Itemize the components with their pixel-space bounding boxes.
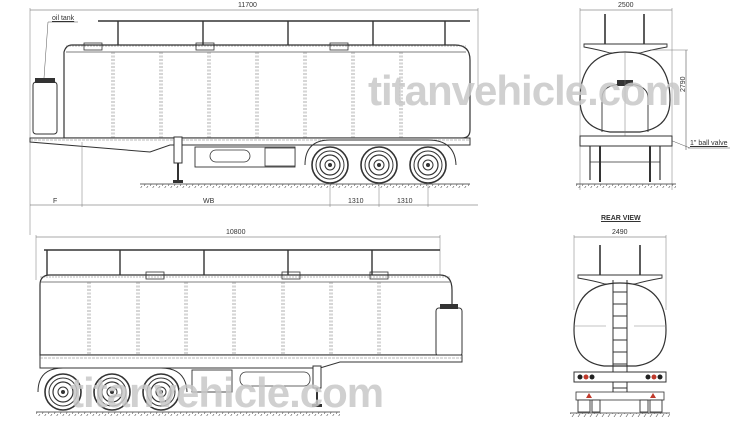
dim-rear-width: 2490 [612, 229, 628, 236]
dim-axle-spacing-2: 1310 [397, 198, 413, 205]
ball-valve-label: 1" ball valve [690, 140, 728, 147]
dim-front-width: 2500 [618, 2, 634, 9]
side-view-top [29, 8, 479, 235]
dim-overall-length-top: 11700 [238, 2, 257, 9]
dim-front-height: 2790 [680, 76, 687, 92]
dim-overall-length-bottom: 10800 [226, 229, 246, 236]
dim-axle-spacing-1: 1310 [348, 198, 364, 205]
side-view-bottom [35, 235, 463, 416]
rear-view [570, 235, 670, 417]
front-view [576, 8, 730, 190]
watermark-bottom: titanvehicle.com [70, 369, 384, 416]
dim-wheelbase-label: WB [203, 198, 215, 205]
dim-front-label: F [53, 198, 58, 205]
watermark-top: titanvehicle.com [368, 67, 682, 114]
rear-view-title: REAR VIEW [601, 215, 641, 222]
oil-tank-label: oil tank [52, 15, 75, 22]
